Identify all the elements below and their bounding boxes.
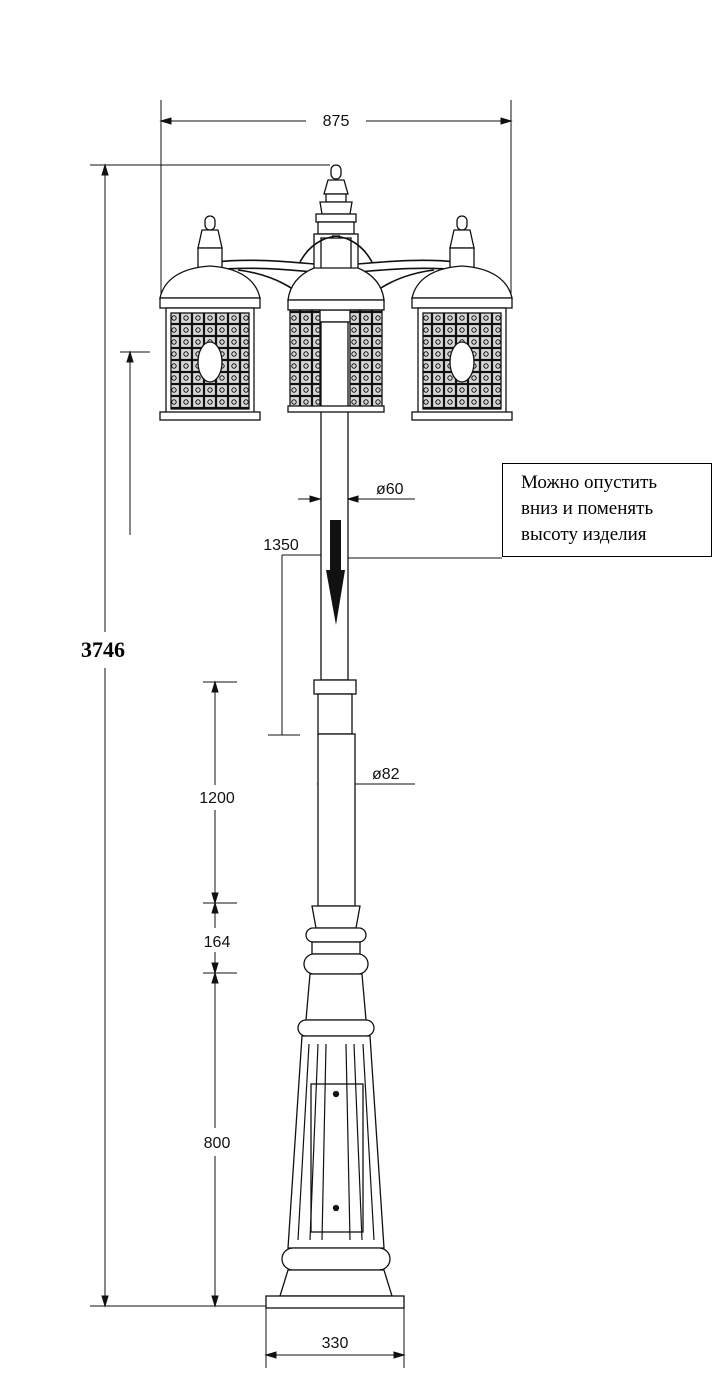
move-down-arrow	[326, 520, 345, 625]
lantern-right	[411, 215, 513, 421]
dim-collar-section: 164	[204, 934, 231, 951]
height-adjust-note: Можно опустить вниз и поменять высоту из…	[502, 463, 712, 557]
lamp-post	[265, 164, 405, 1309]
dim-lower-diameter: ø82	[372, 766, 400, 783]
dim-total-height: 3746	[81, 637, 125, 662]
lantern-left	[159, 215, 261, 421]
base-flutes	[297, 1043, 375, 1241]
dim-total-width: 875	[323, 113, 350, 130]
dim-base-section: 800	[204, 1135, 231, 1152]
lantern-center	[287, 267, 385, 413]
dim-upper-diameter: ø60	[376, 481, 404, 498]
note-line-1: Можно опустить	[521, 472, 658, 493]
note-line-3: высоту изделия	[521, 524, 647, 545]
dim-adjustable-height: 1350	[263, 537, 299, 554]
dim-lower-pole-section: 1200	[199, 790, 235, 807]
note-line-2: вниз и поменять	[521, 498, 654, 519]
dim-base-width: 330	[322, 1335, 349, 1352]
